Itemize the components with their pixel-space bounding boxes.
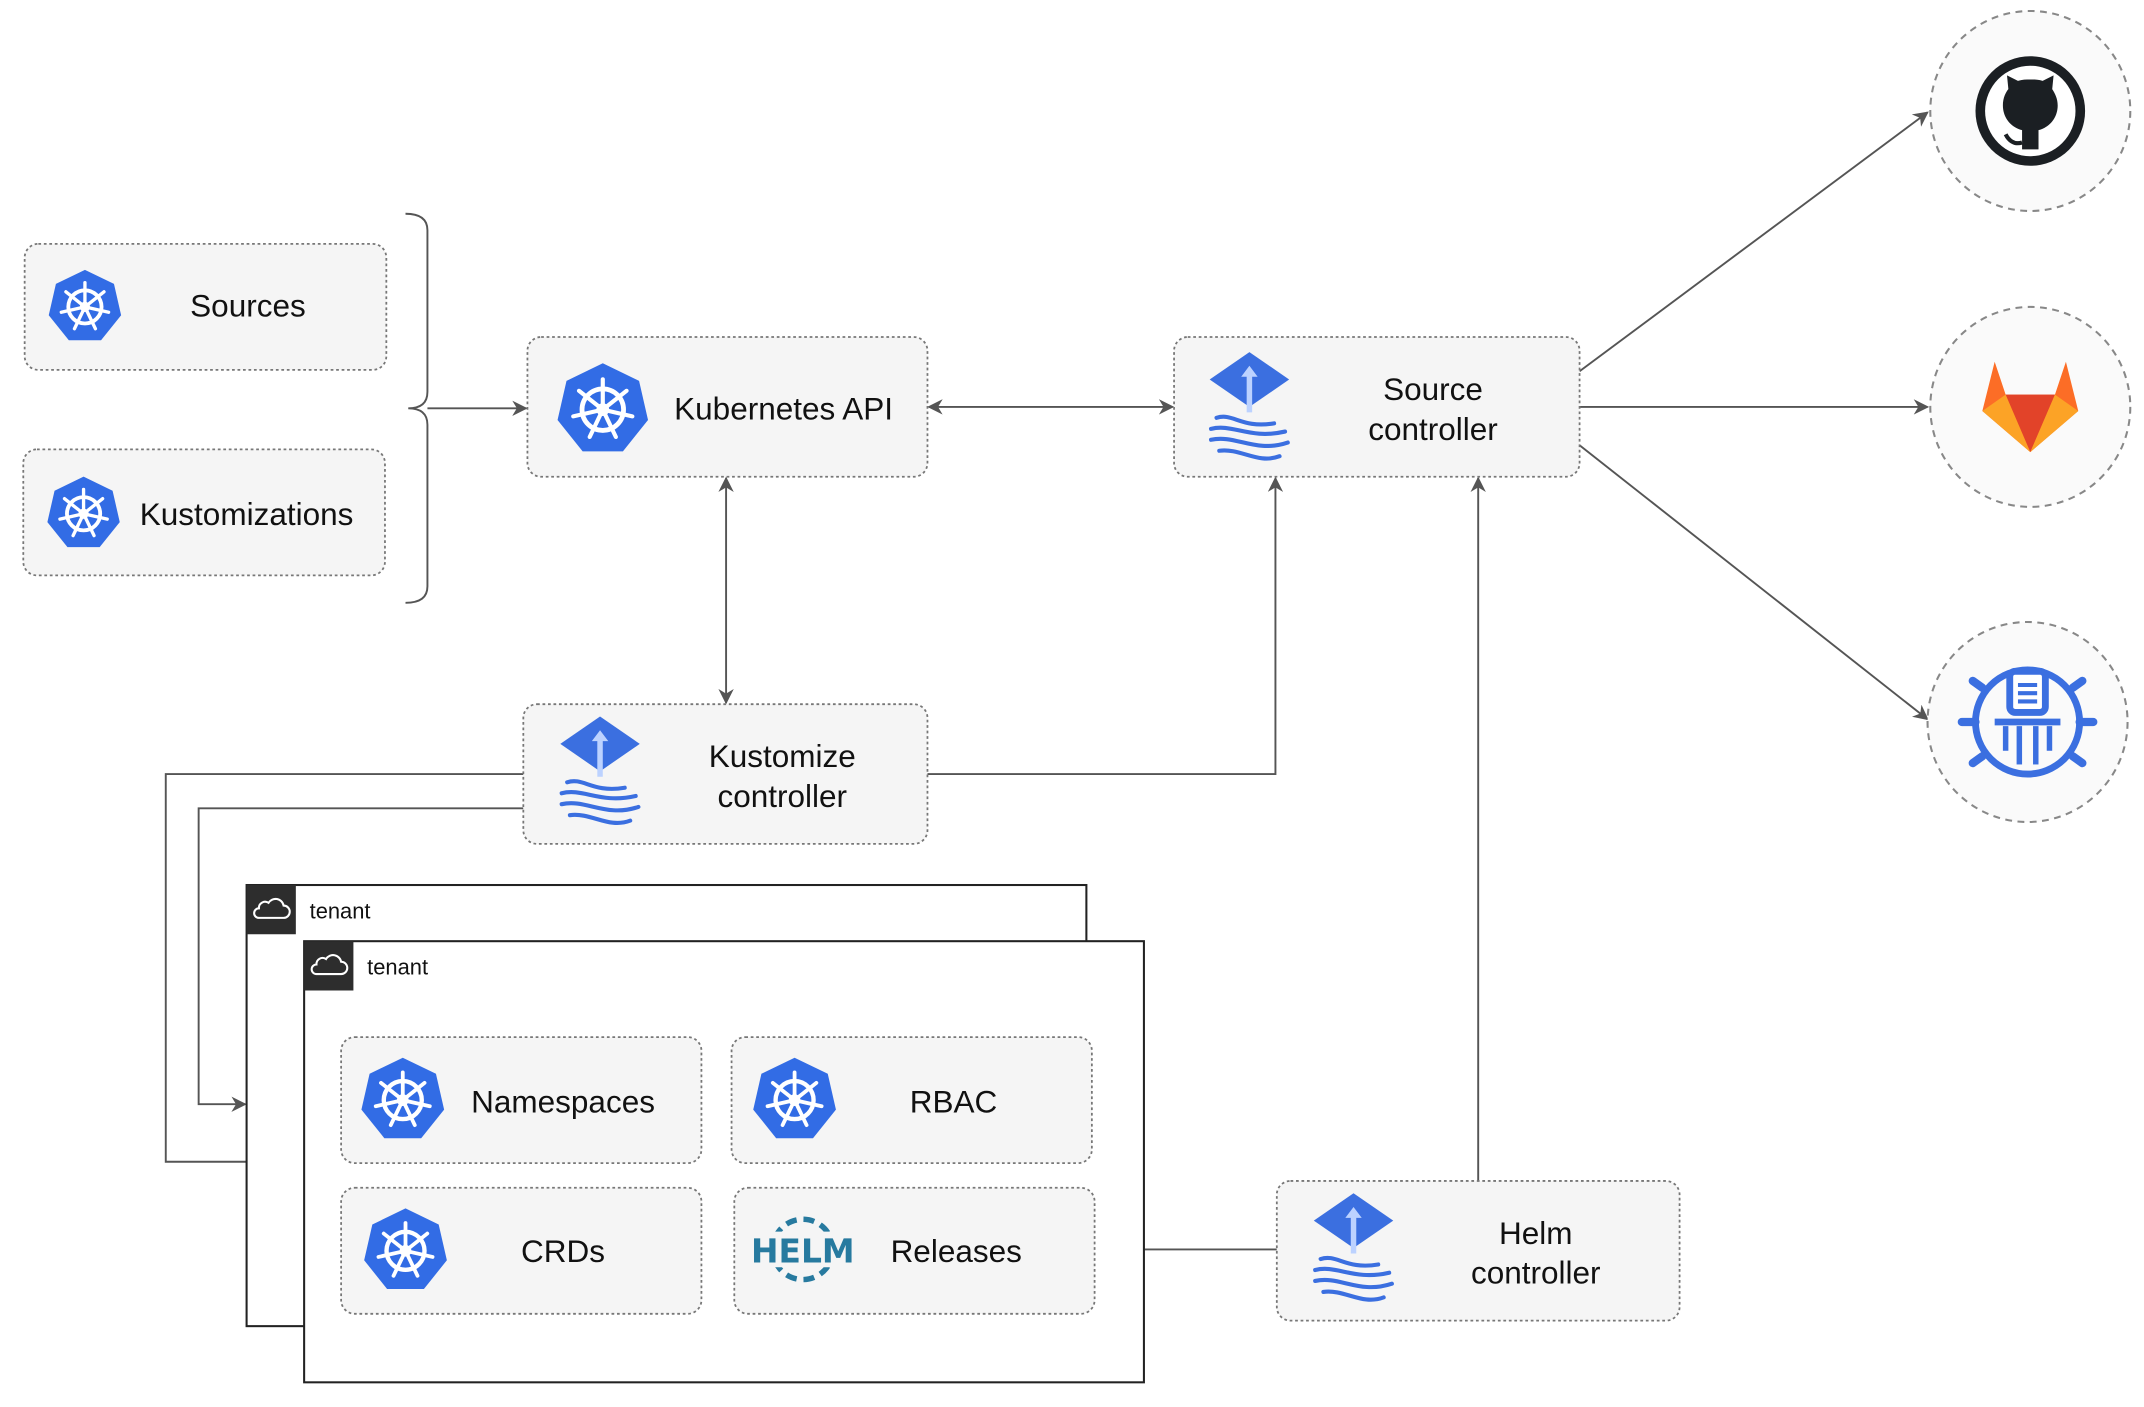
edge-kustomize-to-tenant-front	[164, 773, 524, 1170]
kubernetes-api-label: Kubernetes API	[674, 390, 893, 426]
crds-node[interactable]: CRDs	[340, 1186, 703, 1315]
crds-label: CRDs	[521, 1233, 605, 1269]
gitlab-source[interactable]	[1929, 305, 2132, 508]
kustomize-controller-label-1: Kustomize	[709, 738, 856, 774]
cloud-icon	[304, 941, 354, 991]
tenant-label: tenant	[367, 955, 428, 980]
edge-kustomize-to-source	[927, 476, 1284, 776]
rbac-node[interactable]: RBAC	[730, 1036, 1093, 1165]
namespaces-node[interactable]: Namespaces	[340, 1036, 703, 1165]
source-controller-label-2: controller	[1368, 411, 1498, 447]
releases-node[interactable]: HELM Releases	[733, 1186, 1096, 1315]
cloud-icon	[246, 885, 296, 935]
bucket-icon	[1957, 666, 2098, 778]
kustomizations-node[interactable]: Kustomizations	[22, 448, 386, 577]
kustomizations-label: Kustomizations	[140, 496, 354, 532]
edge-source-to-bucket	[1578, 444, 1929, 721]
kustomize-controller-node[interactable]: Kustomize controller	[522, 703, 929, 845]
helm-controller-node[interactable]: Helm controller	[1275, 1180, 1681, 1322]
github-icon	[1975, 56, 2086, 166]
source-controller-node[interactable]: Source controller	[1173, 336, 1581, 478]
helm-logo-text: HELM	[751, 1231, 855, 1270]
sources-node[interactable]: Sources	[23, 242, 388, 371]
tenant-label: tenant	[310, 899, 371, 924]
gitlab-icon	[1982, 361, 2079, 453]
edge-kustomize-to-tenant-back	[197, 807, 524, 1112]
kustomize-controller-label-2: controller	[717, 778, 847, 814]
source-controller-label-1: Source	[1383, 371, 1483, 407]
bucket-source[interactable]	[1926, 620, 2129, 824]
sources-label: Sources	[190, 288, 306, 324]
rbac-label: RBAC	[910, 1083, 998, 1119]
releases-label: Releases	[891, 1233, 1022, 1269]
helm-icon: HELM	[751, 1216, 855, 1283]
kubernetes-api-node[interactable]: Kubernetes API	[526, 336, 929, 478]
helm-controller-label-2: controller	[1471, 1255, 1601, 1291]
edge-source-to-github	[1579, 111, 1929, 373]
sources-brace	[405, 212, 429, 604]
helm-controller-label-1: Helm	[1499, 1215, 1573, 1251]
namespaces-label: Namespaces	[471, 1083, 655, 1119]
github-source[interactable]	[1929, 9, 2132, 213]
